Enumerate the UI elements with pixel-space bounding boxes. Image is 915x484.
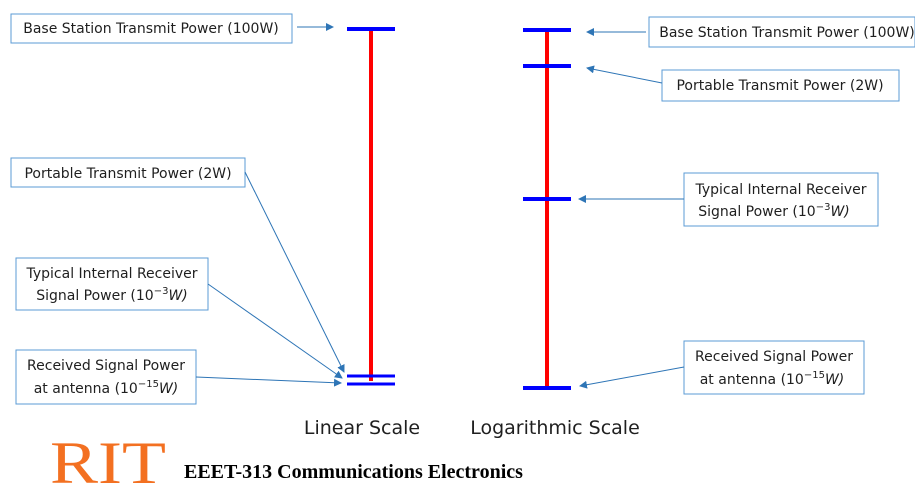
linear-internal-label-line2: Signal Power (10−3W) (36, 286, 188, 304)
log-portable-label: Portable Transmit Power (2W) (676, 78, 883, 94)
linear-received-label-line2: at antenna (10−15W) (34, 379, 179, 397)
linear-received-arrow (195, 376, 342, 387)
linear-portable-label: Portable Transmit Power (2W) (24, 166, 231, 182)
linear-scale-label: Linear Scale (304, 417, 420, 439)
log-received-callout: Received Signal Power at antenna (10−15W… (579, 340, 865, 395)
linear-scale: Base Station Transmit Power (100W) Porta… (10, 13, 420, 439)
log-base-station-label: Base Station Transmit Power (100W) (659, 25, 915, 41)
log-internal-callout: Typical Internal Receiver Signal Power (… (578, 172, 879, 227)
log-received-arrow (579, 366, 685, 389)
linear-internal-label-line1: Typical Internal Receiver (25, 266, 197, 282)
log-received-label-line1: Received Signal Power (695, 349, 853, 365)
log-portable-callout: Portable Transmit Power (2W) (586, 65, 900, 102)
linear-base-station-callout: Base Station Transmit Power (100W) (10, 13, 334, 44)
linear-received-label-line1: Received Signal Power (27, 358, 185, 374)
linear-portable-arrow (244, 171, 345, 373)
log-scale-label: Logarithmic Scale (470, 417, 640, 439)
course-title: EEET-313 Communications Electronics (184, 461, 523, 483)
linear-portable-callout: Portable Transmit Power (2W) (10, 157, 345, 373)
linear-base-station-label: Base Station Transmit Power (100W) (23, 21, 279, 37)
rit-logo: RIT (50, 430, 166, 484)
linear-internal-callout: Typical Internal Receiver Signal Power (… (15, 257, 343, 379)
footer: RIT EEET-313 Communications Electronics (50, 430, 523, 484)
log-internal-label-line2: Signal Power (10−3W) (698, 202, 850, 220)
log-portable-arrow (586, 65, 663, 84)
linear-internal-arrow (207, 283, 343, 379)
log-scale: Base Station Transmit Power (100W) Porta… (470, 16, 915, 439)
log-received-label-line2: at antenna (10−15W) (700, 370, 845, 388)
log-base-station-callout: Base Station Transmit Power (100W) (586, 16, 915, 48)
log-internal-label-line1: Typical Internal Receiver (694, 182, 866, 198)
linear-received-callout: Received Signal Power at antenna (10−15W… (15, 349, 342, 405)
